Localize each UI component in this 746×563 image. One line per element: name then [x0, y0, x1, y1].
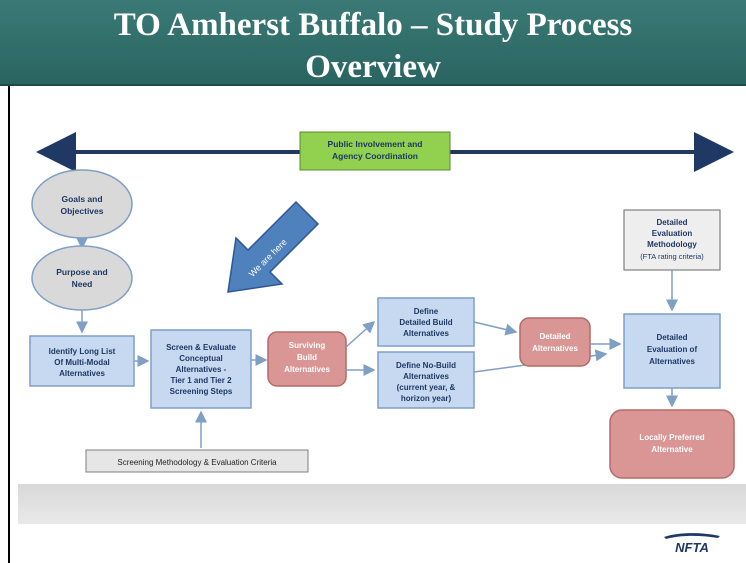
title-line-1: TO Amherst Buffalo – Study Process: [113, 7, 633, 43]
left-rule: [8, 86, 10, 563]
methodology-box: Detailed Evaluation Methodology (FTA rat…: [623, 209, 721, 271]
screen-line-3: Alternatives -: [176, 365, 227, 374]
detailed-alts-line-1: Detailed: [539, 332, 570, 341]
surviving-alternatives-box: Surviving Build Alternatives: [267, 331, 347, 387]
nfta-logo: NFTA: [658, 530, 726, 556]
screen-evaluate-box: Screen & Evaluate Conceptual Alternative…: [150, 329, 252, 409]
logo-text: NFTA: [675, 540, 709, 555]
detailed-alternatives-box: Detailed Alternatives: [519, 317, 591, 367]
methodology-line-4: (FTA rating criteria): [640, 252, 704, 261]
purpose-line-1: Purpose and: [56, 267, 107, 277]
screen-line-5: Screening Steps: [170, 387, 233, 396]
surviving-line-2: Build: [297, 353, 317, 362]
surviving-line-3: Alternatives: [284, 365, 330, 374]
public-involvement-banner: Public Involvement and Agency Coordinati…: [299, 131, 451, 171]
purpose-line-2: Need: [72, 279, 93, 289]
evaluation-line-2: Evaluation of: [647, 345, 698, 354]
methodology-line-3: Methodology: [647, 240, 697, 249]
build-line-1: Define: [414, 307, 439, 316]
process-diagram: Public Involvement and Agency Coordinati…: [18, 102, 746, 486]
detailed-evaluation-box: Detailed Evaluation of Alternatives: [623, 313, 721, 389]
build-line-3: Alternatives: [403, 329, 449, 338]
evaluation-line-1: Detailed: [656, 333, 687, 342]
title-line-2: Overview: [305, 49, 441, 85]
banner-line-1: Public Involvement and: [328, 139, 423, 149]
define-build-box: Define Detailed Build Alternatives: [377, 297, 475, 347]
longlist-line-1: Identify Long List: [49, 347, 116, 356]
methodology-line-1: Detailed: [656, 218, 687, 227]
nobuild-line-3: (current year, &: [397, 383, 456, 392]
arrow-surviving-to-build: [345, 321, 376, 348]
longlist-line-2: Of Multi-Modal: [54, 358, 110, 367]
longlist-line-3: Alternatives: [59, 369, 105, 378]
screen-line-4: Tier 1 and Tier 2: [170, 376, 232, 385]
build-line-2: Detailed Build: [399, 318, 452, 327]
footer-band: [18, 484, 746, 524]
lpa-box: Locally Preferred Alternative: [609, 409, 735, 479]
nobuild-line-4: horizon year): [401, 394, 452, 403]
goals-oval: Goals and Objectives: [31, 169, 133, 239]
screening-criteria-box: Screening Methodology & Evaluation Crite…: [85, 449, 309, 473]
we-are-here-arrow: We are here: [227, 200, 320, 293]
banner-line-2: Agency Coordination: [332, 151, 418, 161]
screening-criteria-text: Screening Methodology & Evaluation Crite…: [117, 458, 277, 467]
define-nobuild-box: Define No-Build Alternatives (current ye…: [377, 351, 475, 409]
title-bar: TO Amherst Buffalo – Study Process Overv…: [0, 0, 746, 86]
detailed-alts-line-2: Alternatives: [532, 344, 578, 353]
evaluation-line-3: Alternatives: [649, 357, 695, 366]
lpa-line-1: Locally Preferred: [639, 433, 704, 442]
arrow-build-to-detailed: [473, 321, 518, 336]
methodology-line-2: Evaluation: [652, 229, 693, 238]
nobuild-line-1: Define No-Build: [396, 361, 456, 370]
lpa-line-2: Alternative: [651, 445, 693, 454]
screen-line-2: Conceptual: [179, 354, 223, 363]
goals-line-1: Goals and: [61, 194, 102, 204]
goals-line-2: Objectives: [61, 206, 104, 216]
nfta-logo-icon: NFTA: [664, 533, 720, 555]
long-list-box: Identify Long List Of Multi-Modal Altern…: [29, 335, 135, 387]
nobuild-line-2: Alternatives: [403, 372, 449, 381]
purpose-oval: Purpose and Need: [31, 245, 133, 311]
screen-line-1: Screen & Evaluate: [166, 343, 236, 352]
process-diagram-svg: Public Involvement and Agency Coordinati…: [29, 131, 735, 479]
slide-title: TO Amherst Buffalo – Study Process Overv…: [0, 4, 746, 88]
surviving-line-1: Surviving: [289, 341, 326, 350]
